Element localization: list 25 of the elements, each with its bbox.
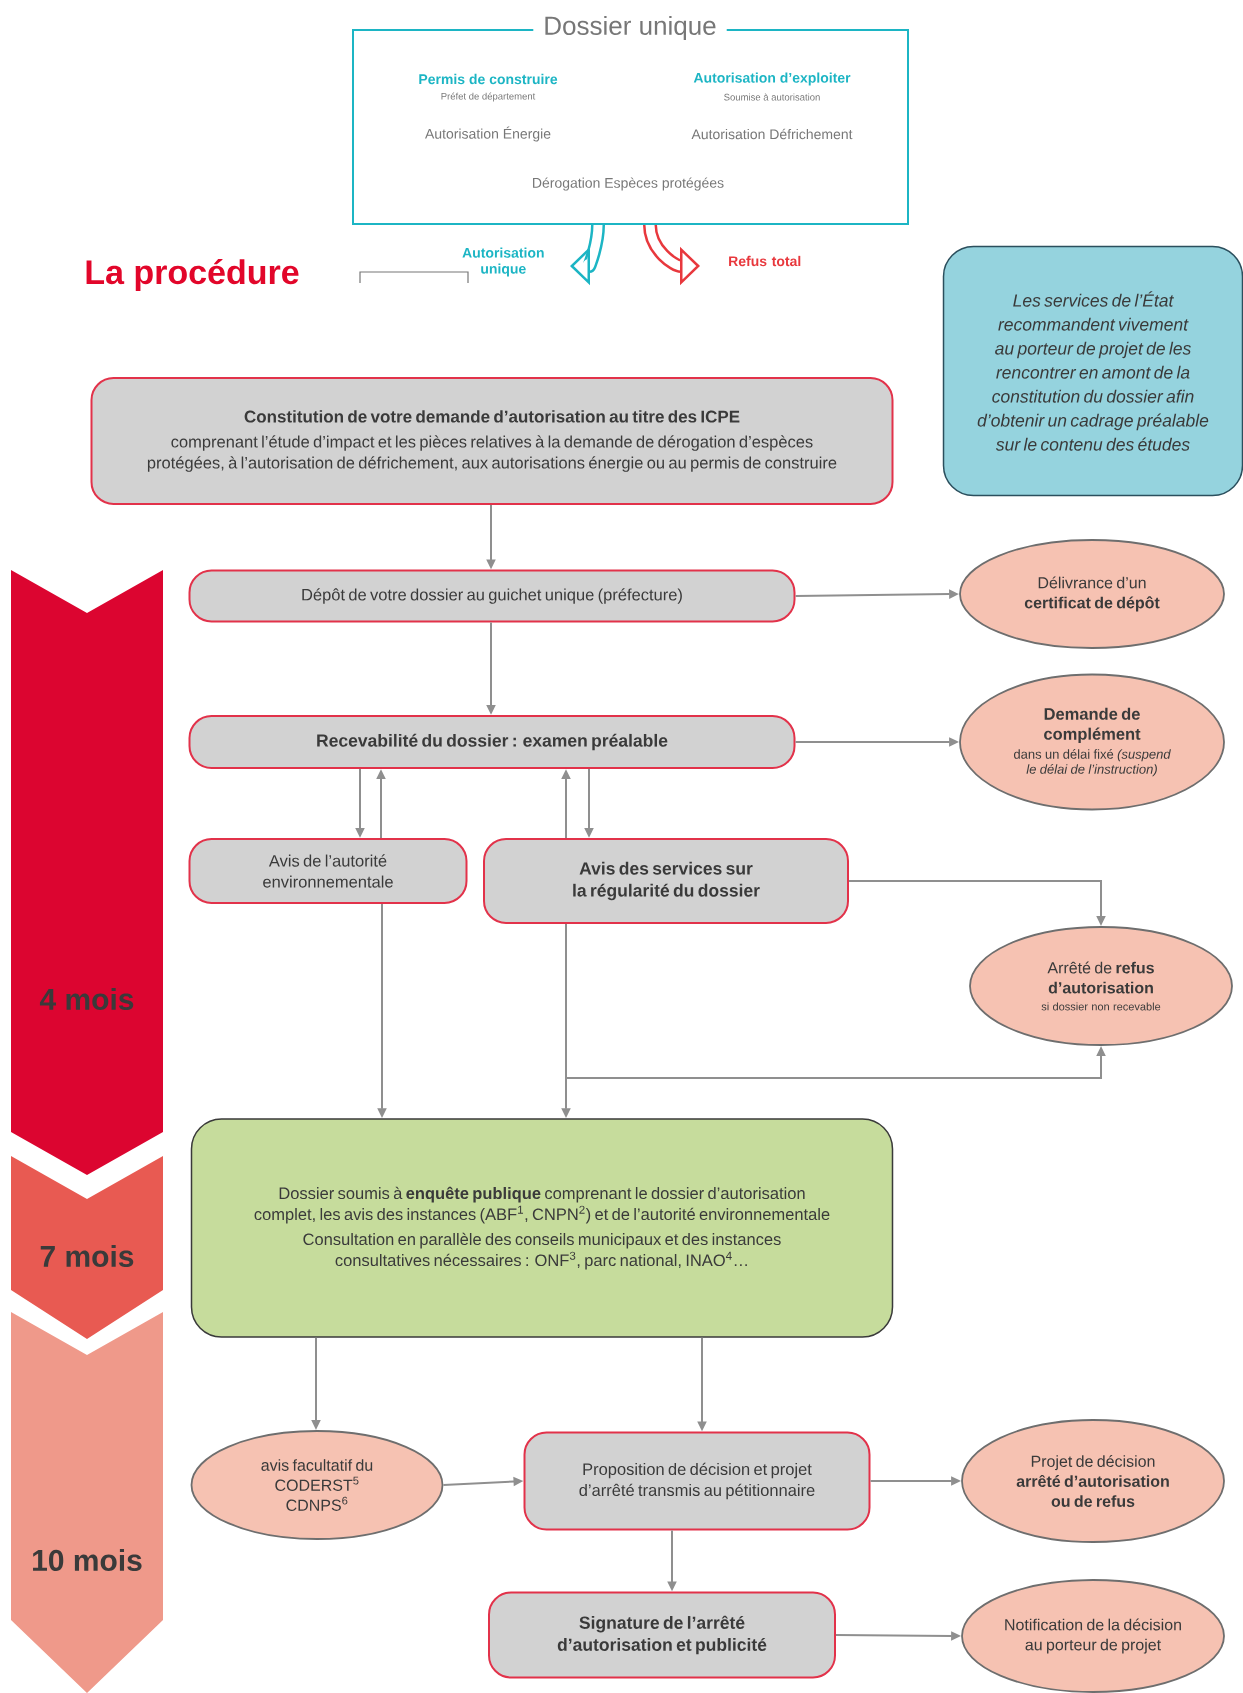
permit-heading: Autorisation d’exploiter xyxy=(693,72,851,86)
permit-heading: Permis de construire xyxy=(419,73,558,85)
arrow xyxy=(565,923,1106,1079)
note-box: Les services de l’État recommandent vivement au porteur de projet de les rencontrer en amont de la constitution du dossier afin d’obtenir un cadrage préalable sur le contenu des études xyxy=(942,245,1243,497)
permit-item: Autorisation Défrichement xyxy=(691,128,853,140)
permit-subtitle: Préfet de département xyxy=(441,92,536,102)
permit-item: Autorisation Énergie xyxy=(425,126,551,142)
process-box: Dépôt de votre dossier au guichet unique (préfecture) xyxy=(188,569,796,623)
timeline-band: 4 mois xyxy=(11,570,163,1175)
page-title: La procédure xyxy=(86,259,299,291)
edge-label: Refus total xyxy=(729,255,801,267)
process-box: Avis des services sur la régularité du dossier xyxy=(483,838,849,924)
permit-subtitle: Soumise à autorisation xyxy=(724,93,820,101)
process-box: Constitution de votre demande d’autorisation au titre des ICPE comprenant l’étude d’impact et les pièces relatives à la demande de dérogation d’espèces protégées, à l’autorisation de défrichement, aux autorisations énergie ou au permis de construire xyxy=(90,377,894,505)
process-box: Recevabilité du dossier : examen préalable xyxy=(188,715,796,769)
process-box: Avis de l’autorité environnementale xyxy=(188,838,468,904)
inquiry-box: Dossier soumis à enquête publique comprenant le dossier d’autorisation complet, les avis des instances (ABF$^{1}$, CNPN$^{2}$) et de l’autorité environnementale Consultation en parallèle des conseils municipaux et des instances consultatives nécessaires : ONF$^{3}$, parc national, INAO$^{4}$… xyxy=(190,1118,894,1338)
process-box: Proposition de décision et projet d’arrêté transmis au pétitionnaire xyxy=(523,1431,871,1531)
process-box: Signature de l’arrêté d’autorisation et publicité xyxy=(488,1591,836,1679)
frame-title: Dossier unique xyxy=(533,12,727,44)
permit-item: Dérogation Espèces protégées xyxy=(533,177,724,191)
arrow xyxy=(570,224,605,286)
edge-label: Autorisation unique xyxy=(462,247,544,277)
timeline-band: 10 mois xyxy=(11,1312,163,1693)
timeline-band: 7 mois xyxy=(11,1156,163,1339)
